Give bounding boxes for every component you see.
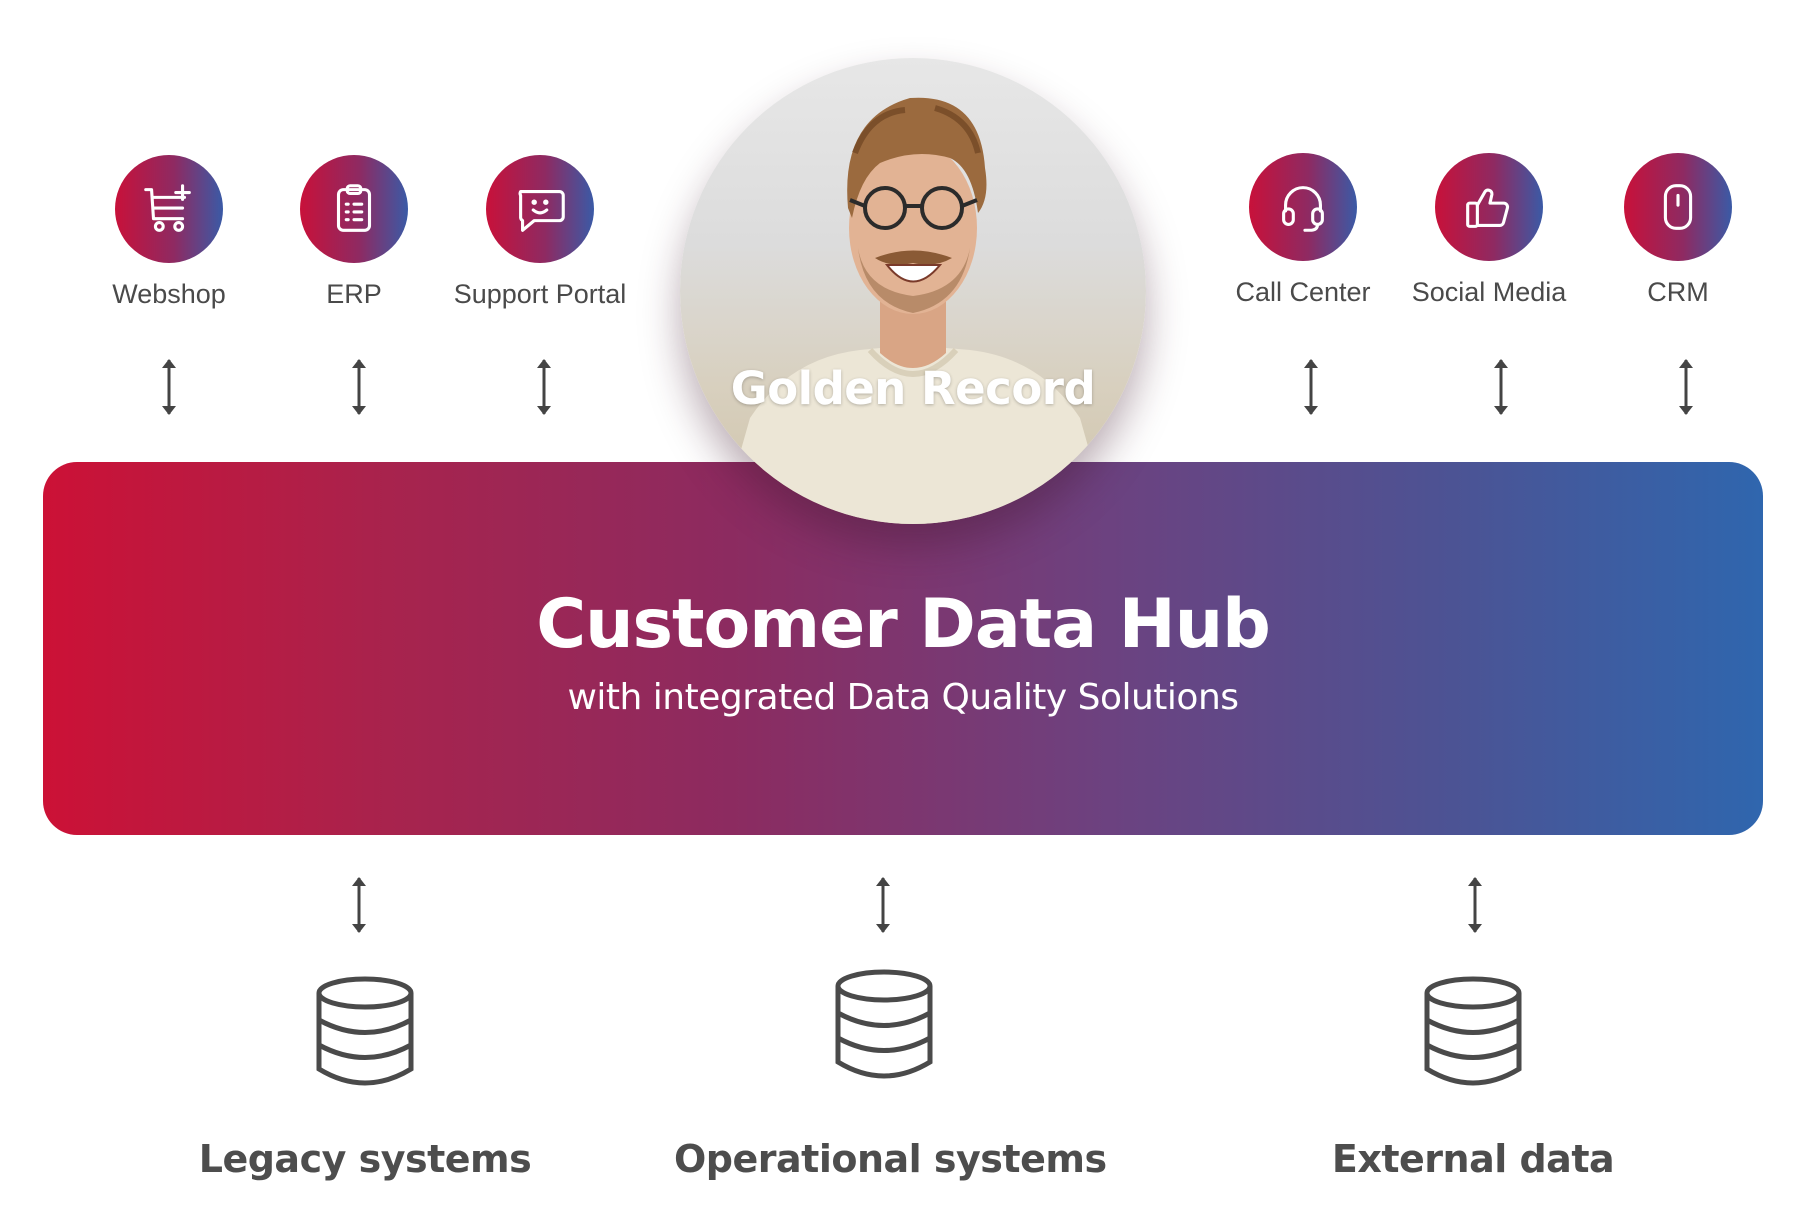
- bidirectional-arrow-icon: [1301, 356, 1321, 418]
- support-portal-icon-circle: [486, 155, 594, 263]
- database-icon: [1424, 976, 1522, 1086]
- database-icon: [316, 976, 414, 1086]
- data-source-label: External data: [1331, 1137, 1615, 1181]
- hub-title: Customer Data Hub: [536, 585, 1271, 664]
- bidirectional-arrow-icon: [534, 356, 554, 418]
- customer-data-hub: [43, 462, 1763, 835]
- bidirectional-arrow-icon: [873, 874, 893, 936]
- shopping-cart-add-icon: [144, 184, 191, 232]
- bidirectional-arrow-icon: [1491, 356, 1511, 418]
- erp-icon-circle: [300, 155, 408, 263]
- call-center-icon-circle: [1249, 153, 1357, 261]
- thumbs-up-icon: [1466, 188, 1510, 228]
- source-label: Webshop: [112, 279, 226, 309]
- bidirectional-arrow-icon: [159, 356, 179, 418]
- source-label: Social Media: [1411, 277, 1567, 307]
- bidirectional-arrow-icon: [349, 356, 369, 418]
- source-operational-systems: Operational systems: [674, 968, 1107, 1181]
- person-illustration: [720, 97, 1110, 524]
- chat-smile-icon: [518, 190, 565, 232]
- source-call-center: Call Center: [1203, 153, 1403, 308]
- database-icon: [835, 969, 933, 1079]
- bidirectional-arrow-icon: [1676, 356, 1696, 418]
- social-media-icon-circle: [1435, 153, 1543, 261]
- headset-icon: [1282, 186, 1324, 232]
- data-source-label: Legacy systems: [198, 1137, 532, 1181]
- bidirectional-arrow-icon: [349, 874, 369, 936]
- clipboard-icon: [336, 184, 372, 232]
- source-support-portal: Support Portal: [440, 155, 640, 310]
- data-source-label: Operational systems: [674, 1137, 1107, 1181]
- crm-icon-circle: [1624, 153, 1732, 261]
- bidirectional-arrow-icon: [1465, 874, 1485, 936]
- webshop-icon-circle: [115, 155, 223, 263]
- source-social-media: Social Media: [1389, 153, 1589, 308]
- source-legacy-systems: Legacy systems: [155, 975, 575, 1181]
- source-webshop: Webshop: [69, 155, 269, 310]
- hub-subtitle: with integrated Data Quality Solutions: [567, 677, 1239, 718]
- source-label: CRM: [1647, 277, 1709, 307]
- source-crm: CRM: [1578, 153, 1778, 308]
- source-label: Call Center: [1235, 277, 1371, 307]
- source-erp: ERP: [254, 155, 454, 310]
- golden-record-photo: [680, 58, 1146, 524]
- source-external-data: External data: [1263, 975, 1683, 1181]
- golden-record-label: Golden Record: [730, 362, 1096, 415]
- source-label: Support Portal: [453, 279, 627, 309]
- mouse-icon: [1663, 184, 1693, 230]
- source-label: ERP: [326, 279, 382, 309]
